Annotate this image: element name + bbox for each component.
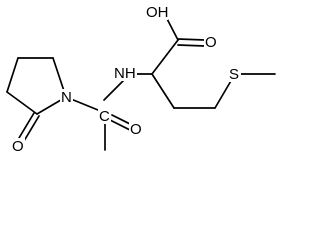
ring-o-label-bg bbox=[11, 138, 25, 154]
bond-layer bbox=[6, 12, 276, 151]
thioether-sulfur-label: S bbox=[229, 66, 239, 83]
label-background-layer bbox=[11, 4, 241, 154]
bond-carboxyl-co-a bbox=[177, 38, 206, 41]
hydroxyl-label-bg bbox=[144, 4, 168, 20]
bond-ring-c3-c2 bbox=[6, 91, 38, 115]
bond-ring-carbonyl-b bbox=[18, 112, 35, 139]
acyl-o-label-bg bbox=[129, 121, 143, 137]
bond-acyl-nh bbox=[103, 79, 125, 101]
molecule-structure: OH O NH N O C O S bbox=[6, 4, 276, 155]
atom-label-layer: OH O NH N O C O S bbox=[12, 4, 239, 155]
ring-nitrogen-label: N bbox=[61, 89, 72, 106]
carboxyl-oxygen-label: O bbox=[205, 34, 217, 51]
bond-ring-c4-c3 bbox=[6, 57, 19, 93]
ring-oxygen-label: O bbox=[12, 138, 24, 155]
acyl-carbon-label: C bbox=[99, 108, 110, 125]
amine-label-bg bbox=[113, 65, 137, 81]
bond-alpha-beta bbox=[151, 73, 175, 109]
acyl-oxygen-label: O bbox=[130, 121, 142, 138]
thioether-s-label-bg bbox=[228, 66, 241, 82]
acyl-c-label-bg bbox=[98, 108, 111, 124]
amine-label: NH bbox=[114, 65, 136, 82]
bond-alpha-carboxyl bbox=[151, 39, 179, 75]
hydroxyl-label: OH bbox=[146, 4, 169, 21]
bond-ring-carbonyl-a bbox=[23, 115, 40, 142]
bond-carboxyl-co-b bbox=[177, 44, 206, 47]
ring-n-label-bg bbox=[60, 89, 73, 105]
carboxyl-o-label-bg bbox=[204, 34, 216, 50]
